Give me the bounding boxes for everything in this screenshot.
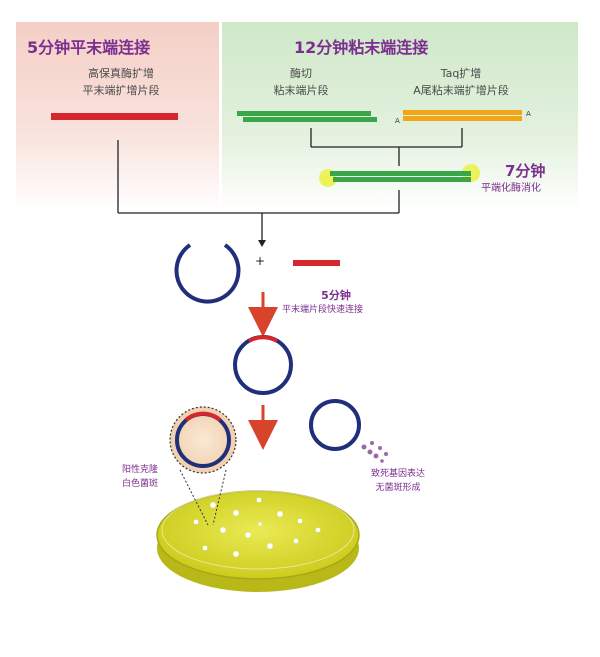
taq-caption: Taq扩增 A尾粘末端扩增片段 [396,65,526,99]
lethal-gene-label: 致死基因表达 无菌斑形成 [358,467,438,495]
blunt-caption: 高保真酶扩增 平末端扩增片段 [56,65,186,99]
digest-caption-line2: 粘末端片段 [273,84,329,97]
connector-lines [117,128,463,240]
merge-arrow-head [258,240,266,247]
a-tail-left: A [395,117,400,125]
taq-fragment-top [403,110,522,115]
zoom-callout-lines [179,469,227,526]
blunt-caption-line1: 高保真酶扩增 [88,67,154,80]
sticky-end-title: 12分钟粘末端连接 [294,38,429,57]
insert-fragment [293,260,340,266]
empty-vector-icon [309,399,361,451]
digest-fragment-bottom [243,117,377,122]
petri-dish-icon [156,490,360,592]
ligation-time: 5分钟 [321,289,351,302]
blunted-fragment-bottom [333,177,471,182]
digest-caption-line1: 酶切 [290,67,312,80]
positive-clone-label: 阳性克隆 白色菌斑 [110,463,170,491]
blunt-caption-line2: 平末端扩增片段 [82,84,160,97]
zoomed-colony-icon [169,406,237,474]
blunt-end-title: 5分钟平末端连接 [27,38,151,57]
linear-vector-icon [174,243,241,304]
plus-sign: + [255,254,266,268]
recombinant-plasmid-icon [233,335,293,395]
blunted-fragment-top [330,171,471,176]
digest-fragment-top [237,111,371,116]
taq-fragment-bottom [403,116,522,121]
lethal-line2: 无菌斑形成 [375,483,421,493]
a-tail-right: A [526,110,531,118]
plasmid-insert-arc [248,335,278,343]
lethal-line1: 致死基因表达 [370,469,425,479]
taq-caption-line1: Taq扩增 [440,67,482,80]
taq-caption-line2: A尾粘末端扩增片段 [413,84,509,97]
positive-clone-line1: 阳性克隆 [121,465,158,475]
digest-caption: 酶切 粘末端片段 [246,65,356,99]
blunting-caption: 平端化酶消化 [481,183,541,194]
positive-clone-line2: 白色菌斑 [121,479,158,489]
blunting-time: 7分钟 [505,162,546,180]
dead-cells-icon [361,441,388,463]
ligation-caption: 平末端片段快速连接 [282,305,364,315]
white-colonies-icon [193,497,321,558]
blunt-pcr-fragment [51,113,178,120]
